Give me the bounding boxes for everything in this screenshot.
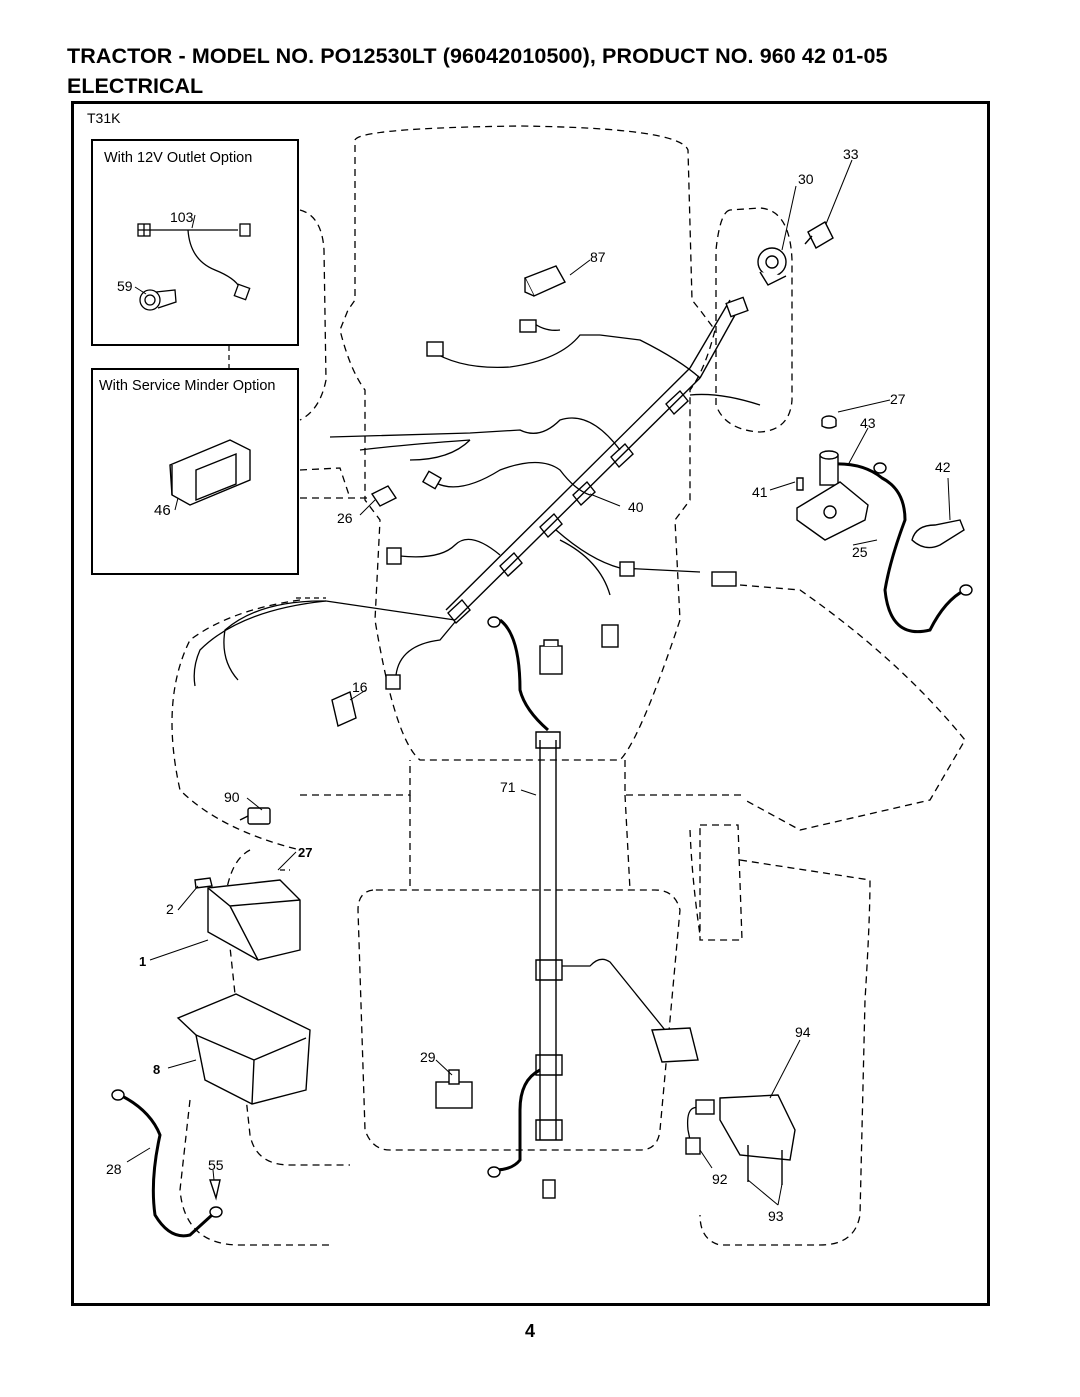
part-label-43: 43 <box>860 415 876 431</box>
part-label-27-top: 27 <box>890 391 906 407</box>
ring-terminals-icon <box>111 462 973 1218</box>
interlock-module-94-icon <box>719 1094 796 1161</box>
part-label-1: 1 <box>139 954 146 969</box>
switch-16-icon <box>331 691 357 727</box>
part-label-55: 55 <box>208 1157 224 1173</box>
bolt-41-icon <box>796 477 804 491</box>
pto-switch-29-icon <box>435 1069 473 1109</box>
connector-mid-icon <box>385 470 443 690</box>
solenoid-43-icon <box>819 450 839 486</box>
part-label-94: 94 <box>795 1024 811 1040</box>
battery-tray-8-icon <box>176 993 311 1105</box>
part-label-30: 30 <box>798 171 814 187</box>
part-label-2: 2 <box>166 901 174 917</box>
diagram-code: T31K <box>87 110 121 126</box>
part-label-33: 33 <box>843 146 859 162</box>
nut-27-icon <box>821 415 837 429</box>
connector-top-icon <box>426 296 749 357</box>
ignition-switch-30-icon <box>757 247 787 286</box>
relay-connector-icon <box>651 1027 699 1063</box>
outlet-59-icon <box>139 289 177 311</box>
part-label-26: 26 <box>337 510 353 526</box>
harness-connector-92-icon <box>685 1099 715 1155</box>
part-label-92: 92 <box>712 1171 728 1187</box>
part-label-59: 59 <box>117 278 133 294</box>
part-labels: 33 30 87 27 43 42 41 40 26 25 16 90 71 2… <box>106 146 951 1224</box>
bolt-55-icon <box>209 1179 221 1201</box>
part-label-71: 71 <box>500 779 516 795</box>
part-label-27-bottom: 27 <box>298 845 312 860</box>
plug-90-icon <box>239 807 271 825</box>
connectors-right-icon <box>601 561 737 648</box>
plug-bottom-icon <box>542 1179 556 1199</box>
bracket-41-icon <box>796 481 869 541</box>
key-33-icon <box>804 221 834 249</box>
part-label-16: 16 <box>352 679 368 695</box>
tractor-outline <box>171 125 966 1246</box>
part-label-42: 42 <box>935 459 951 475</box>
page-number: 4 <box>525 1321 536 1341</box>
part-label-41: 41 <box>752 484 768 500</box>
part-label-28: 28 <box>106 1161 122 1177</box>
leader-lines <box>126 159 951 1206</box>
bolt-2-icon <box>194 877 213 889</box>
screws-93-icon <box>747 1145 783 1185</box>
section-title: ELECTRICAL <box>67 74 204 98</box>
part-label-103: 103 <box>170 209 194 225</box>
seat-switch-icon <box>539 639 563 675</box>
service-minder-46-icon <box>169 439 251 506</box>
black-cable-71 <box>119 462 966 1238</box>
reference-dashes <box>228 346 326 871</box>
part-label-90: 90 <box>224 789 240 805</box>
part-label-46: 46 <box>154 502 171 519</box>
part-label-87: 87 <box>590 249 606 265</box>
relay-87-icon <box>524 265 566 297</box>
page-title: TRACTOR - MODEL NO. PO12530LT (960420105… <box>67 44 888 68</box>
inset-12v-title: With 12V Outlet Option <box>104 150 253 166</box>
boot-42-icon <box>911 519 965 549</box>
diagram-frame <box>71 101 990 1306</box>
branch-wires <box>193 321 761 687</box>
part-label-29: 29 <box>420 1049 436 1065</box>
fuse-26-icon <box>370 485 398 507</box>
part-label-93: 93 <box>768 1208 784 1224</box>
battery-1-icon <box>207 879 301 961</box>
part-label-40: 40 <box>628 499 644 515</box>
main-harness <box>445 299 741 1141</box>
harness-103 <box>137 223 251 301</box>
inset-12v-outlet <box>91 139 299 346</box>
part-label-25: 25 <box>852 544 868 560</box>
part-label-8: 8 <box>153 1062 160 1077</box>
inset-service-title: With Service Minder Option <box>99 378 276 394</box>
